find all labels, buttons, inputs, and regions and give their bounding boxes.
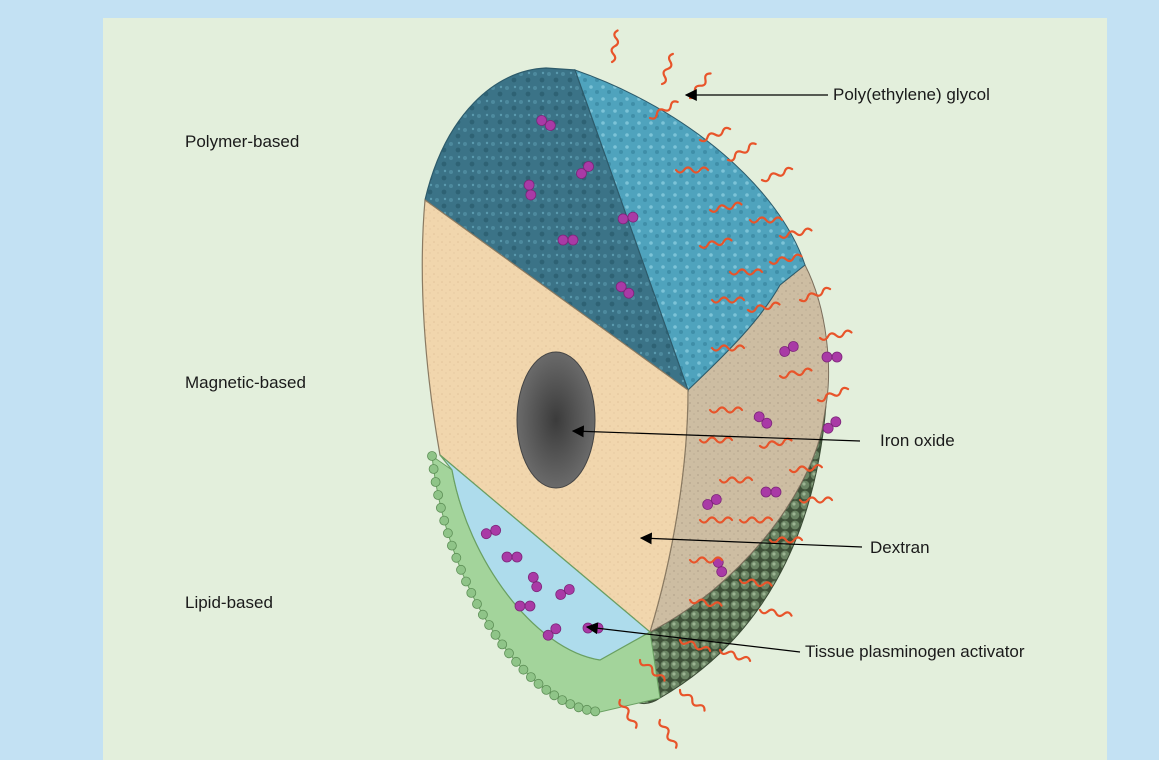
label-peg: Poly(ethylene) glycol [833,85,990,104]
lipid-head-bead [467,588,476,597]
lipid-head-bead [582,705,591,714]
lipid-head-bead [457,565,466,574]
label-iron-oxide: Iron oxide [880,431,955,450]
lipid-head-bead [478,610,487,619]
lipid-head-bead [436,503,445,512]
lipid-head-bead [566,700,575,709]
lipid-head-bead [519,665,528,674]
lipid-head-bead [429,465,438,474]
lipid-head-bead [542,685,551,694]
lipid-head-bead [534,679,543,688]
lipid-head-bead [428,452,437,461]
lipid-head-bead [591,707,600,716]
lipid-head-bead [485,621,494,630]
lipid-head-bead [434,491,443,500]
iron-oxide-core [517,352,595,488]
lipid-head-bead [526,673,535,682]
label-dextran: Dextran [870,538,930,557]
lipid-head-bead [491,630,500,639]
lipid-head-bead [473,600,482,609]
lipid-head-bead [462,577,471,586]
label-magnetic-based: Magnetic-based [185,373,306,392]
label-lipid-based: Lipid-based [185,593,273,612]
lipid-head-bead [512,657,521,666]
label-polymer-based: Polymer-based [185,132,299,151]
lipid-head-bead [550,691,559,700]
lipid-head-bead [431,478,440,487]
lipid-head-bead [452,553,461,562]
lipid-head-bead [447,541,456,550]
lipid-head-bead [440,516,449,525]
lipid-head-bead [443,529,452,538]
lipid-head-bead [558,696,567,705]
label-tpa: Tissue plasminogen activator [805,642,1025,661]
lipid-head-bead [574,703,583,712]
lipid-head-bead [505,649,514,658]
lipid-head-bead [498,640,507,649]
